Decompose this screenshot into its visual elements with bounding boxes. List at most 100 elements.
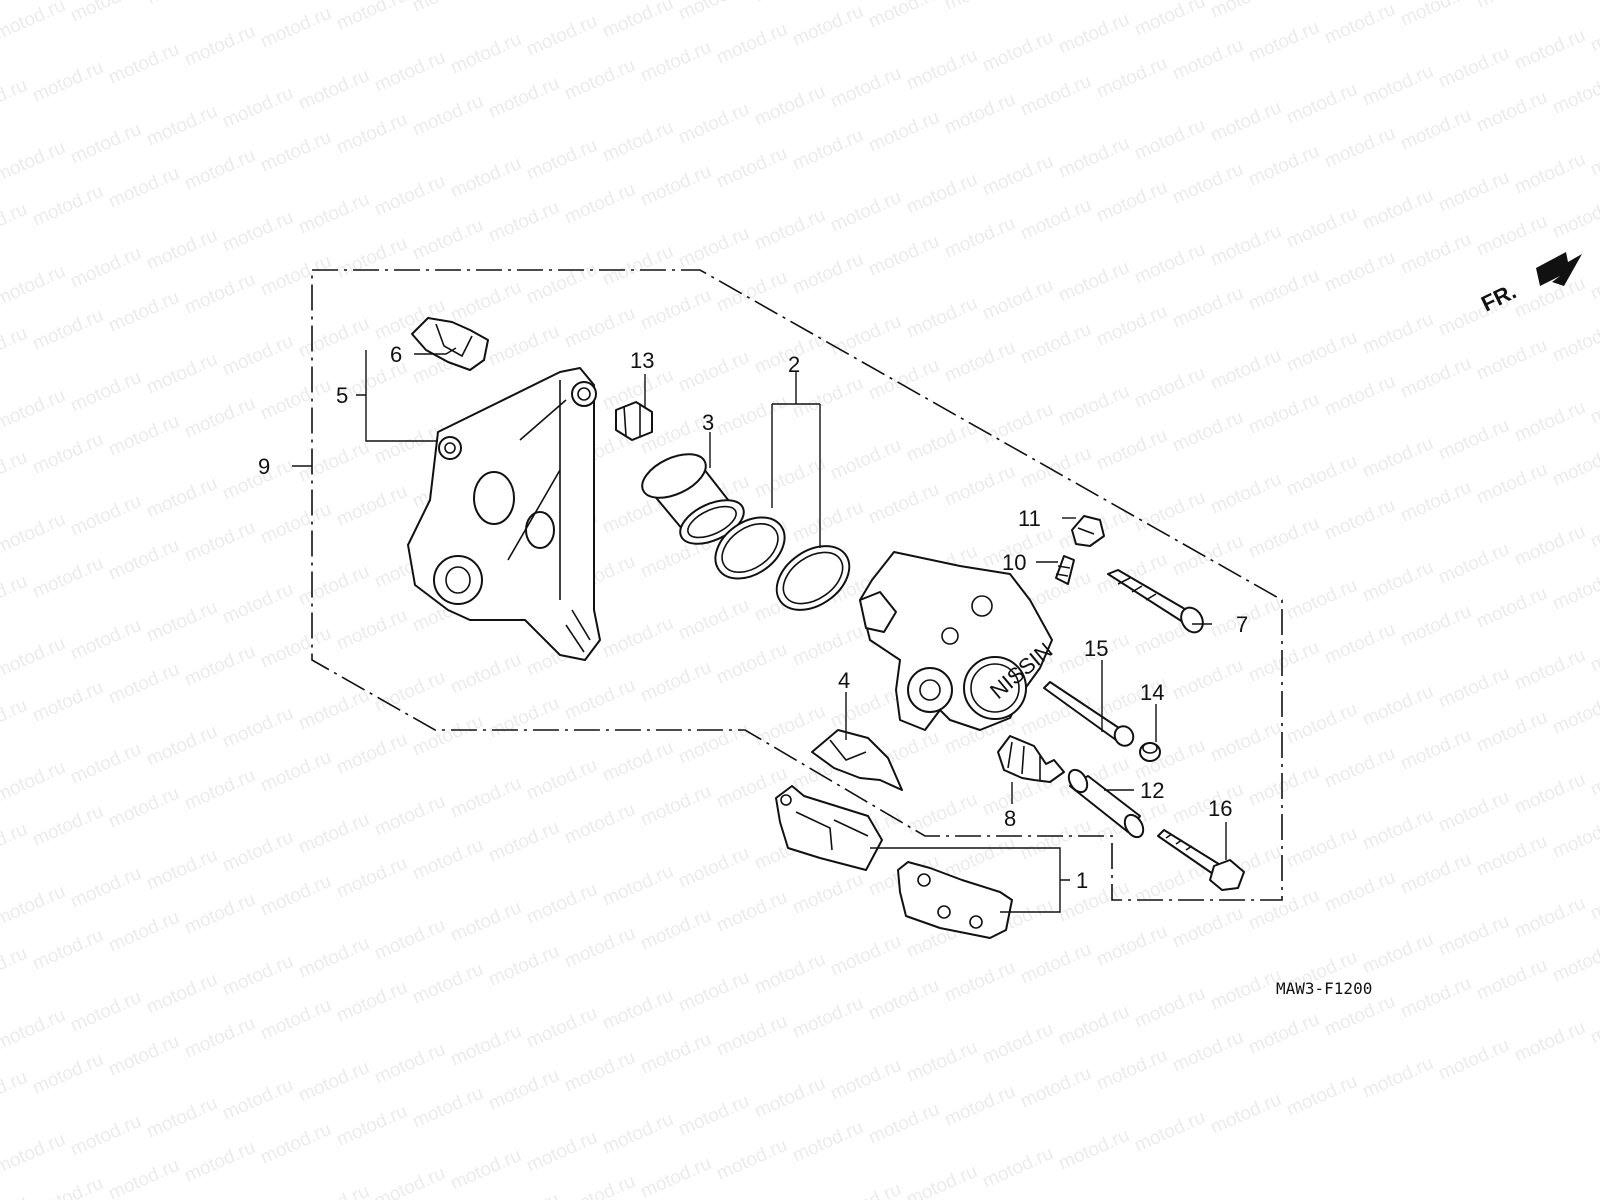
watermark-text: motod.ru bbox=[257, 995, 334, 1045]
watermark-text: motod.ru bbox=[1207, 345, 1284, 395]
watermark-text: motod.ru bbox=[0, 0, 31, 1]
pad-retainer-clip[interactable] bbox=[411, 317, 489, 371]
watermark-text: motod.ru bbox=[295, 1057, 372, 1107]
watermark-text: motod.ru bbox=[1359, 929, 1436, 979]
watermark-text: motod.ru bbox=[1017, 443, 1094, 493]
watermark-text: motod.ru bbox=[143, 721, 220, 771]
watermark-text: motod.ru bbox=[1017, 319, 1094, 369]
watermark-text: motod.ru bbox=[599, 1109, 676, 1159]
watermark-text: motod.ru bbox=[789, 373, 866, 423]
watermark-text: motod.ru bbox=[1473, 211, 1550, 261]
watermark-text: motod.ru bbox=[0, 0, 69, 45]
watermark-text: motod.ru bbox=[1169, 159, 1246, 209]
watermark-text: motod.ru bbox=[485, 693, 562, 743]
watermark-text: motod.ru bbox=[637, 37, 714, 87]
watermark-text: motod.ru bbox=[599, 117, 676, 167]
watermark-text: motod.ru bbox=[903, 293, 980, 343]
mounting-bolt[interactable] bbox=[1157, 829, 1245, 891]
bleeder-screw[interactable] bbox=[1055, 555, 1075, 585]
watermark-text: motod.ru bbox=[1055, 133, 1132, 183]
watermark-text: motod.ru bbox=[1093, 1045, 1170, 1095]
watermark-text: motod.ru bbox=[1283, 1071, 1360, 1121]
watermark-text: motod.ru bbox=[1169, 407, 1246, 457]
assembly-outline-9 bbox=[311, 269, 1283, 901]
brake-pad-set[interactable] bbox=[775, 785, 1013, 939]
watermark-text: motod.ru bbox=[295, 809, 372, 859]
pad-spring[interactable] bbox=[811, 729, 903, 791]
watermark-text: motod.ru bbox=[371, 1039, 448, 1089]
watermark-text: motod.ru bbox=[29, 305, 106, 355]
watermark-text: motod.ru bbox=[979, 275, 1056, 325]
watermark-text: motod.ru bbox=[1473, 831, 1550, 881]
watermark-text: motod.ru bbox=[409, 91, 486, 141]
watermark-text: motod.ru bbox=[143, 969, 220, 1019]
watermark-text: motod.ru bbox=[257, 1119, 334, 1169]
watermark-text: motod.ru bbox=[447, 153, 524, 203]
watermark-text: motod.ru bbox=[219, 1075, 296, 1125]
bleed-cap[interactable] bbox=[615, 401, 653, 441]
watermark-text: motod.ru bbox=[409, 959, 486, 1009]
watermark-text: motod.ru bbox=[789, 125, 866, 175]
watermark-text: motod.ru bbox=[371, 667, 448, 717]
watermark-text: motod.ru bbox=[447, 897, 524, 947]
watermark-text: motod.ru bbox=[295, 685, 372, 735]
watermark-text: motod.ru bbox=[903, 1161, 980, 1200]
piston-seal-set[interactable] bbox=[704, 505, 861, 623]
watermark-text: motod.ru bbox=[1473, 87, 1550, 137]
watermark-text: motod.ru bbox=[1549, 937, 1600, 987]
bleeder-valve[interactable] bbox=[997, 735, 1065, 783]
watermark-text: motod.ru bbox=[485, 321, 562, 371]
watermark-text: motod.ru bbox=[143, 349, 220, 399]
watermark-text: motod.ru bbox=[67, 367, 144, 417]
caliper-bracket[interactable] bbox=[407, 367, 601, 661]
watermark-text: motod.ru bbox=[295, 313, 372, 363]
watermark-text: motod.ru bbox=[371, 791, 448, 841]
watermark-text: motod.ru bbox=[295, 437, 372, 487]
watermark-text: motod.ru bbox=[0, 261, 69, 311]
slide-pin-boot[interactable] bbox=[1065, 767, 1147, 841]
watermark-text: motod.ru bbox=[599, 861, 676, 911]
watermark-text: motod.ru bbox=[1587, 751, 1600, 801]
watermark-text: motod.ru bbox=[1131, 0, 1208, 41]
watermark-text: motod.ru bbox=[1473, 0, 1550, 13]
watermark-text: motod.ru bbox=[29, 57, 106, 107]
slide-pin-long[interactable] bbox=[1107, 569, 1207, 636]
watermark-text: motod.ru bbox=[941, 957, 1018, 1007]
watermark-text: motod.ru bbox=[447, 649, 524, 699]
watermark-text: motod.ru bbox=[713, 639, 790, 689]
watermark-text: motod.ru bbox=[1283, 327, 1360, 377]
pin-plug[interactable] bbox=[1139, 742, 1161, 762]
watermark-text: motod.ru bbox=[333, 481, 410, 531]
watermark-text: motod.ru bbox=[1473, 335, 1550, 385]
watermark-text: motod.ru bbox=[1359, 433, 1436, 483]
watermark-text: motod.ru bbox=[1321, 123, 1398, 173]
watermark-text: motod.ru bbox=[257, 251, 334, 301]
watermark-text: motod.ru bbox=[1017, 939, 1094, 989]
watermark-text: motod.ru bbox=[1131, 115, 1208, 165]
watermark-text: motod.ru bbox=[0, 199, 31, 249]
watermark-text: motod.ru bbox=[1093, 53, 1170, 103]
watermark-text: motod.ru bbox=[1245, 1009, 1322, 1059]
watermark-text: motod.ru bbox=[941, 461, 1018, 511]
bleed-screw-cap[interactable] bbox=[1071, 515, 1105, 547]
watermark-text: motod.ru bbox=[675, 1091, 752, 1141]
watermark-text: motod.ru bbox=[1587, 999, 1600, 1049]
watermark-text: motod.ru bbox=[1435, 415, 1512, 465]
watermark-text: motod.ru bbox=[257, 623, 334, 673]
watermark-text: motod.ru bbox=[865, 975, 942, 1025]
watermark-text: motod.ru bbox=[257, 375, 334, 425]
callout-11: 11 bbox=[1018, 506, 1041, 531]
watermark-text: motod.ru bbox=[29, 801, 106, 851]
watermark-text: motod.ru bbox=[1435, 43, 1512, 93]
watermark-text: motod.ru bbox=[789, 993, 866, 1043]
watermark-text: motod.ru bbox=[333, 977, 410, 1027]
watermark-text: motod.ru bbox=[789, 869, 866, 919]
watermark-text: motod.ru bbox=[219, 951, 296, 1001]
watermark-text: motod.ru bbox=[713, 1011, 790, 1061]
watermark-text: motod.ru bbox=[561, 799, 638, 849]
watermark-text: motod.ru bbox=[409, 835, 486, 885]
watermark-text: motod.ru bbox=[599, 737, 676, 787]
watermark-text: motod.ru bbox=[637, 1029, 714, 1079]
watermark-text: motod.ru bbox=[1473, 459, 1550, 509]
watermark-text: motod.ru bbox=[0, 633, 69, 683]
